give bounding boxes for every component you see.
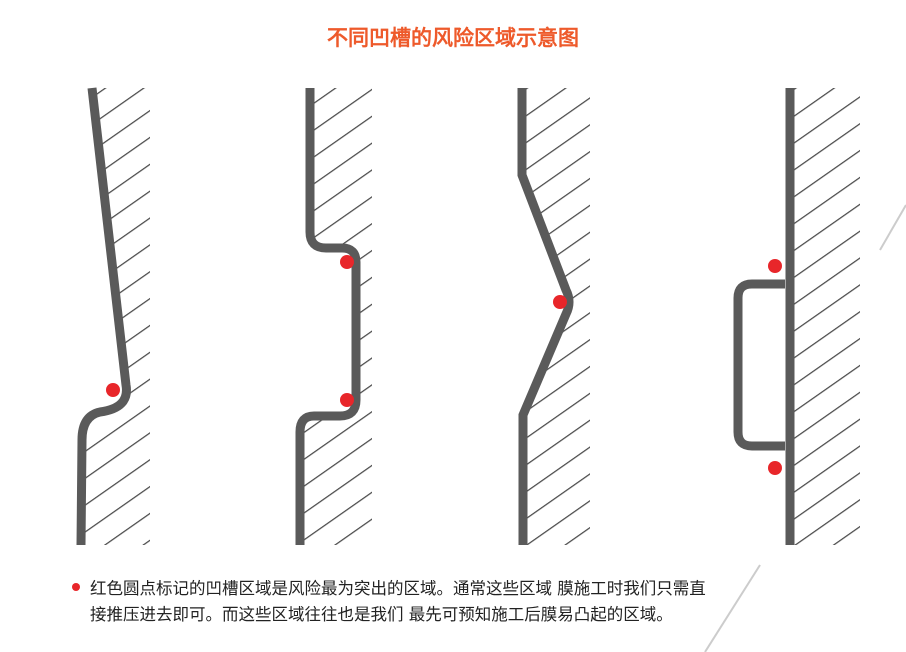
risk-dot — [553, 295, 567, 309]
risk-dot — [106, 383, 120, 397]
decorative-line — [879, 204, 906, 251]
note-line-2: 接推压进去即可。而这些区域往往也是我们 最先可预知施工后膜易凸起的区域。 — [90, 605, 673, 624]
groove-1 — [76, 87, 150, 546]
groove-2 — [295, 88, 372, 545]
risk-dot — [768, 259, 782, 273]
note-line-1: 红色圆点标记的凹槽区域是风险最为突出的区域。通常这些区域 膜施工时我们只需直 — [90, 579, 706, 598]
decorative-line — [704, 564, 761, 652]
bullet-icon — [72, 583, 80, 591]
risk-dot — [768, 461, 782, 475]
page-title: 不同凹槽的风险区域示意图 — [327, 26, 579, 50]
groove-3 — [517, 88, 590, 545]
risk-dot — [340, 393, 354, 407]
note-text: 红色圆点标记的凹槽区域是风险最为突出的区域。通常这些区域 膜施工时我们只需直 接… — [90, 576, 890, 628]
groove-4 — [733, 88, 860, 545]
risk-dot — [340, 255, 354, 269]
